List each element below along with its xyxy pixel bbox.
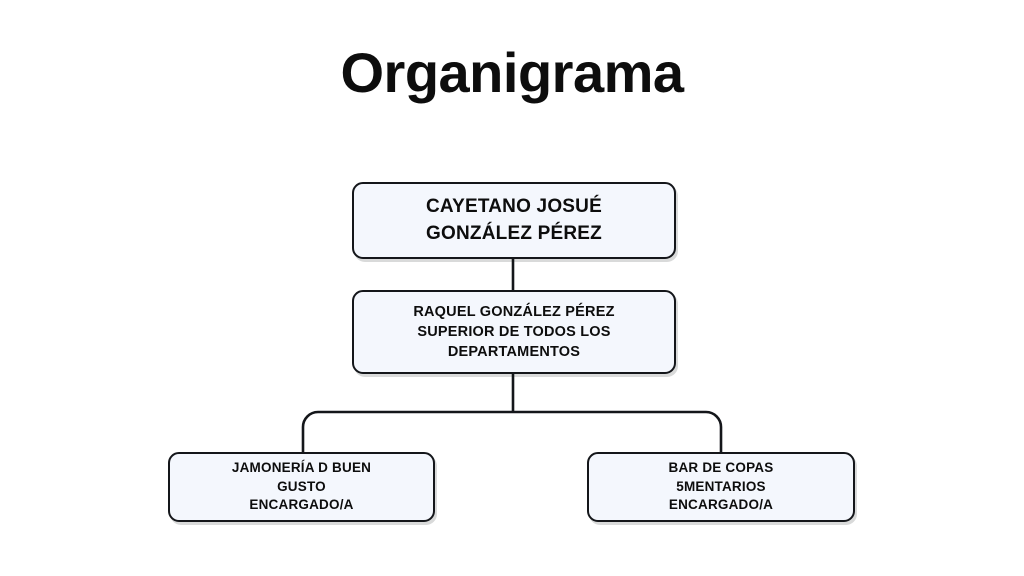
org-node-dept-left-label: JAMONERÍA D BUEN GUSTO ENCARGADO/A (231, 459, 372, 513)
org-node-root[interactable]: CAYETANO JOSUÉ GONZÁLEZ PÉREZ (352, 182, 676, 259)
org-node-dept-left[interactable]: JAMONERÍA D BUEN GUSTO ENCARGADO/A (168, 452, 435, 522)
org-node-root-label: CAYETANO JOSUÉ GONZÁLEZ PÉREZ (426, 195, 602, 244)
org-node-dept-right[interactable]: BAR DE COPAS 5MENTARIOS ENCARGADO/A (587, 452, 855, 522)
page-title: Organigrama (340, 41, 684, 104)
org-node-superior-label: RAQUEL GONZÁLEZ PÉREZ SUPERIOR DE TODOS … (413, 304, 615, 360)
org-node-superior[interactable]: RAQUEL GONZÁLEZ PÉREZ SUPERIOR DE TODOS … (352, 290, 676, 374)
connector-superior-to-dept-left (301, 410, 513, 452)
org-node-dept-right-label: BAR DE COPAS 5MENTARIOS ENCARGADO/A (668, 459, 774, 513)
connector-superior-to-dept-right (513, 410, 723, 452)
